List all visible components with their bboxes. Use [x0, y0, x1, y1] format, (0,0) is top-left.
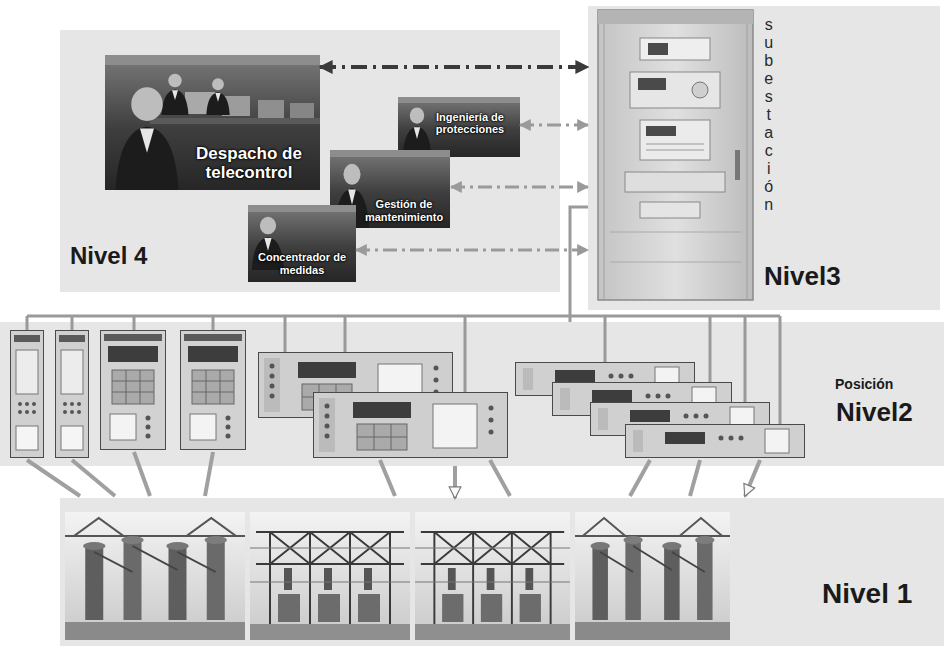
- control-room-photo: [222, 96, 250, 116]
- position-label: Posición: [835, 376, 893, 392]
- connector-group: [320, 67, 588, 498]
- switchyard-photo: [415, 512, 570, 640]
- text-holder: Nivel 4: [70, 242, 147, 270]
- control-arrow: [27, 452, 760, 496]
- photo-box: Ingeniería de protecciones: [398, 97, 520, 157]
- protection-relay: [591, 403, 770, 436]
- photo-box: Concentrador de medidas: [248, 205, 356, 282]
- substation-cabinet: [610, 232, 741, 262]
- protection-relay: [259, 353, 453, 418]
- control-room-photo: [116, 87, 179, 190]
- office-photo: [335, 164, 369, 228]
- level-label: Nivel2: [836, 398, 913, 428]
- level-label: Nivel 4: [70, 242, 147, 270]
- office-photo: [252, 217, 284, 270]
- substation-cabinet: [625, 172, 725, 192]
- protection-relay: [314, 393, 508, 458]
- connector: [453, 466, 457, 498]
- substation-cabinet: [598, 10, 753, 24]
- control-room-photo: [105, 55, 320, 65]
- level-panel: Nivel 4 Despacho de telecontrol Ingeniería…: [60, 30, 560, 292]
- substation-cabinet: [640, 38, 710, 60]
- control-room-photo: [206, 78, 229, 115]
- substation-cabinet: [692, 82, 708, 98]
- switchyard-photo: [575, 512, 730, 640]
- protection-relay: [11, 331, 44, 458]
- text-holder: subestación: [764, 16, 774, 214]
- control-room-photo: [162, 74, 189, 115]
- bus-wire: [27, 316, 780, 424]
- substation-cabinet: [630, 72, 720, 108]
- protection-relay: [11, 331, 805, 458]
- protection-relay: [516, 363, 695, 396]
- office-photo: [330, 150, 450, 228]
- connector: [356, 249, 588, 252]
- bus-wire: [27, 316, 780, 424]
- substation-cabinet: [638, 78, 666, 90]
- substation-cabinet: [604, 24, 747, 300]
- office-photo: [330, 150, 450, 157]
- protection-relay: [56, 331, 89, 458]
- text-holder: Nivel3: [764, 262, 841, 292]
- office-photo: [248, 205, 356, 212]
- protection-relay: [553, 383, 732, 416]
- text-holder: Despacho de telecontrol: [184, 144, 314, 182]
- connector: [451, 186, 588, 189]
- protection-relay: [101, 331, 166, 450]
- switchyard-photo: [65, 512, 245, 640]
- switchyard-photo: [65, 512, 730, 640]
- protection-relay: [626, 425, 805, 458]
- text-holder: Nivel 1: [822, 578, 912, 610]
- level-band: PosiciónNivel2: [0, 322, 944, 466]
- protection-relay: [181, 331, 246, 450]
- office-photo: [398, 97, 520, 103]
- connector: [570, 207, 588, 322]
- level-label: Nivel3: [764, 262, 841, 292]
- text-holder: Posición: [835, 376, 893, 392]
- text-holder: Concentrador de medidas: [252, 251, 352, 276]
- office-photo: [330, 150, 450, 228]
- substation-cabinet: [598, 10, 753, 300]
- vertical-label: subestación: [764, 16, 774, 214]
- substation-cabinet: [646, 144, 704, 150]
- control-room-photo: [150, 118, 320, 124]
- text-holder: Nivel2: [836, 398, 913, 428]
- control-room-photo: [185, 92, 215, 114]
- photo-box: Despacho de telecontrol: [105, 55, 320, 190]
- office-photo: [398, 97, 520, 157]
- connector: [520, 124, 588, 127]
- substation-cabinet: [640, 120, 710, 160]
- office-photo: [403, 108, 432, 158]
- level-band: Nivel 1: [60, 498, 944, 646]
- control-room-photo: [105, 55, 320, 190]
- office-photo: [248, 205, 356, 282]
- control-room-photo: [290, 103, 314, 119]
- substation-panel: subestaciónNivel3: [588, 6, 940, 310]
- control-room-photo: [258, 100, 284, 118]
- office-photo: [398, 97, 520, 157]
- substation-cabinet: [598, 10, 753, 300]
- photo-caption: Despacho de telecontrol: [184, 144, 314, 182]
- level-label: Nivel 1: [822, 578, 912, 610]
- photo-caption: Concentrador de medidas: [252, 251, 352, 276]
- office-photo: [248, 205, 356, 282]
- control-arrow: [27, 452, 760, 496]
- text-holder: Ingeniería de protecciones: [424, 111, 516, 136]
- photo-caption: Gestión de mantenimiento: [359, 198, 449, 223]
- control-room-photo: [105, 55, 320, 190]
- substation-cabinet: [648, 43, 668, 55]
- connector: [320, 65, 588, 69]
- substation-cabinet: [735, 150, 740, 180]
- substation-cabinet: [646, 126, 676, 136]
- substation-cabinet: [640, 202, 700, 218]
- text-holder: Gestión de mantenimiento: [359, 198, 449, 223]
- photo-box: Gestión de mantenimiento: [330, 150, 451, 228]
- switchyard-photo: [250, 512, 410, 640]
- photo-caption: Ingeniería de protecciones: [424, 111, 516, 136]
